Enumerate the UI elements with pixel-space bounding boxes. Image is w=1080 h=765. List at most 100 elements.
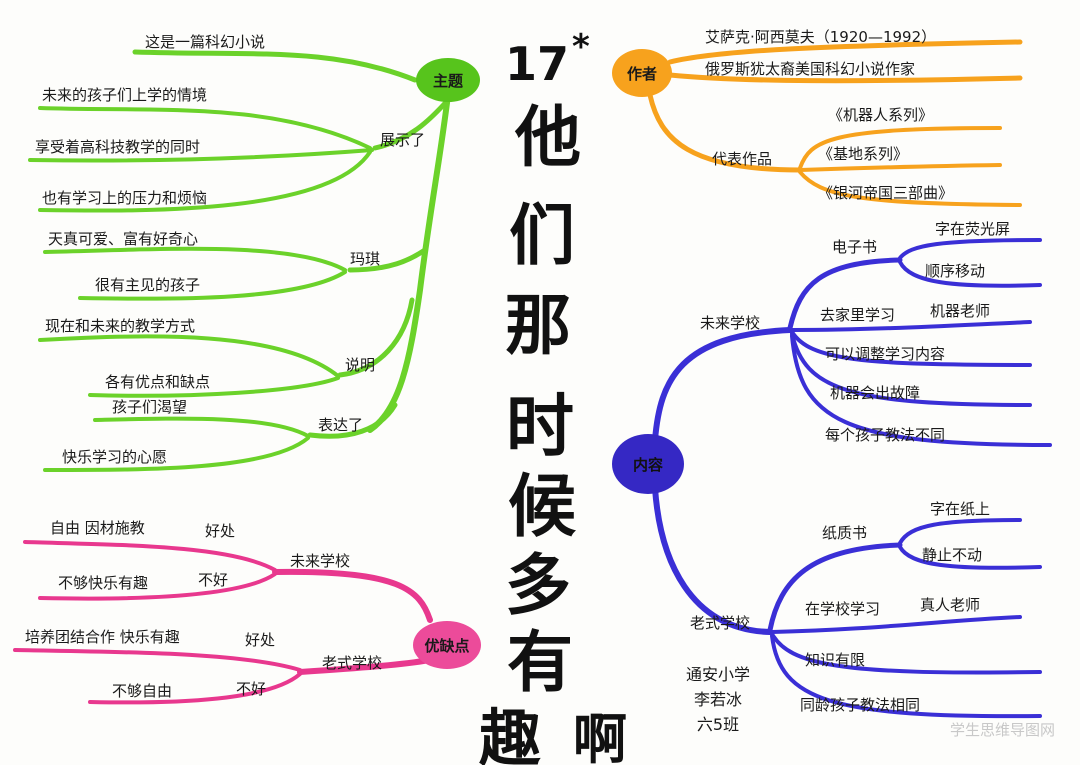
pros-cons-future-line (272, 568, 433, 623)
watermark: 学生思维导图网 (950, 721, 1055, 739)
content-old-item-1-line (770, 632, 1042, 675)
theme-explain-item-1: 现在和未来的教学方式 (45, 317, 195, 335)
theme-explain-item-2: 各有优点和缺点 (105, 373, 210, 391)
theme-express-item-2: 快乐学习的心愿 (62, 448, 167, 466)
pros-cons-future-good-line (23, 540, 277, 572)
theme-explain-label: 说明 (345, 356, 375, 374)
pros-cons-old-good-tag: 好处 (245, 631, 275, 649)
theme-maqi-line (347, 247, 428, 273)
theme-express-item-2-line (43, 436, 310, 472)
pros-cons-node[interactable] (413, 621, 481, 669)
theme-show-item-3-line (38, 150, 372, 213)
theme-explain-item-1-line (38, 334, 340, 378)
content-school-line (770, 615, 1022, 634)
content-school-label: 在学校学习 (805, 600, 880, 618)
theme-express-label: 表达了 (318, 416, 363, 434)
content-old-item-2: 同龄孩子教法相同 (800, 696, 920, 714)
pros-cons-old-bad-line (88, 672, 302, 705)
author-item-1-line (667, 39, 1023, 65)
theme-maqi-item-2: 很有主见的孩子 (95, 276, 200, 294)
content-ebook-label: 电子书 (832, 238, 877, 256)
author-works-label: 代表作品 (712, 150, 772, 168)
lesson-title: 17 * 他 们 那 时 候 多 有 趣 啊 (479, 27, 627, 765)
theme-maqi-label: 玛琪 (350, 250, 380, 268)
pros-cons-branch (13, 540, 433, 705)
theme-maqi-item-1-line (43, 246, 347, 272)
content-future-line (652, 327, 793, 443)
theme-leaf-top-line (132, 49, 418, 83)
theme-node[interactable] (416, 58, 480, 102)
theme-maqi-item-1: 天真可爱、富有好奇心 (48, 230, 198, 248)
pros-cons-old-line (297, 657, 433, 675)
pros-cons-future-good-tag: 好处 (205, 522, 235, 540)
theme-show-item-1: 未来的孩子们上学的情境 (42, 86, 207, 104)
content-future-item-3-line (790, 334, 1052, 447)
pros-cons-future-bad-tag: 不好 (198, 571, 228, 589)
theme-explain-line (337, 297, 415, 378)
pros-cons-future-good: 自由 因材施教 (50, 519, 145, 537)
content-future-item-1: 可以调整学习内容 (825, 345, 945, 363)
title-char-7: 有 (507, 624, 573, 701)
title-char-5: 候 (508, 468, 576, 547)
author-work-3-line (798, 170, 1022, 207)
content-old-item-1: 知识有限 (805, 651, 865, 669)
author-item-2: 俄罗斯犹太裔美国科幻小说作家 (705, 60, 915, 78)
content-old-item-2-line (770, 634, 1042, 719)
author-node-label: 作者 (627, 65, 657, 83)
pros-cons-node-label: 优缺点 (424, 637, 469, 655)
theme-show-line (372, 97, 451, 151)
author-work-2: 《基地系列》 (818, 145, 908, 163)
content-paper-line (767, 542, 903, 633)
author-work-3: 《银河帝国三部曲》 (818, 184, 953, 202)
author-works-line (647, 92, 803, 173)
content-paper-item-2: 静止不动 (922, 546, 982, 564)
content-home-label: 去家里学习 (820, 306, 895, 324)
title-char-1: 他 (514, 99, 581, 176)
author-item-1: 艾萨克·阿西莫夫（1920—1992） (705, 28, 936, 46)
author-work-1-line (798, 126, 1002, 170)
pros-cons-old-label: 老式学校 (322, 654, 382, 672)
theme-show-item-2: 享受着高科技教学的同时 (35, 138, 200, 156)
content-ebook-item-1: 字在荧光屏 (935, 220, 1010, 238)
theme-explain-item-2-line (88, 376, 340, 398)
pros-cons-future-bad: 不够快乐有趣 (58, 574, 148, 592)
author-work-1: 《机器人系列》 (828, 106, 933, 124)
theme-show-item-2-line (28, 148, 374, 163)
content-home-line (790, 320, 1032, 332)
author-branch (647, 39, 1023, 207)
title-char-2: 们 (509, 197, 575, 274)
pros-cons-future-bad-line (38, 572, 277, 601)
content-branch (652, 238, 1052, 719)
theme-node-label: 主题 (433, 72, 464, 90)
lesson-number: 17 (505, 37, 569, 91)
content-paper-item-1: 字在纸上 (930, 500, 990, 518)
pros-cons-old-good-line (13, 648, 302, 672)
theme-show-label: 展示了 (380, 131, 425, 149)
author-work-2-line (798, 163, 1002, 172)
signature-name: 李若冰 (694, 690, 742, 709)
content-paper-label: 纸质书 (822, 524, 867, 542)
content-node[interactable] (612, 434, 684, 494)
content-node-label: 内容 (633, 456, 663, 474)
title-char-8: 趣 (479, 702, 541, 765)
pros-cons-old-bad: 不够自由 (112, 682, 172, 700)
content-future-item-2: 机器会出故障 (830, 384, 920, 402)
content-ebook-item-1-line (898, 238, 1042, 260)
content-ebook-item-2: 顺序移动 (925, 262, 985, 280)
author-node[interactable] (612, 49, 672, 97)
lesson-number-mark: * (572, 27, 590, 67)
content-old-label: 老式学校 (690, 614, 750, 632)
content-paper-item-1-line (898, 518, 1022, 545)
title-char-3: 那 (505, 287, 571, 364)
signature: 通安小学 李若冰 六5班 (686, 665, 750, 734)
theme-show-item-3: 也有学习上的压力和烦恼 (42, 189, 207, 207)
content-paper-item-2-line (898, 545, 1042, 570)
pros-cons-future-label: 未来学校 (290, 552, 350, 570)
content-future-item-1-line (790, 330, 1032, 367)
pros-cons-old-good: 培养团结合作 快乐有趣 (25, 628, 180, 646)
content-future-label: 未来学校 (700, 314, 760, 332)
content-ebook-item-2-line (898, 260, 1042, 288)
content-old-line (652, 485, 773, 635)
content-ebook-line (787, 257, 903, 331)
